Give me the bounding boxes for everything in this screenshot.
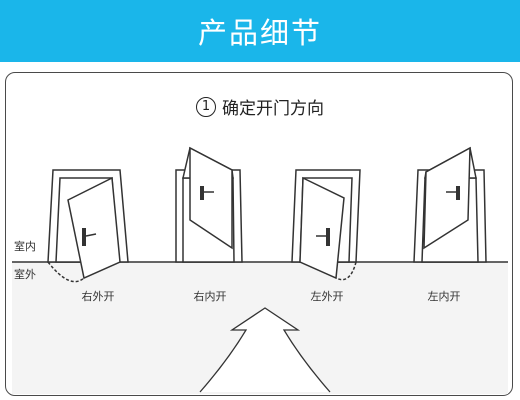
- door-label-left-outward: 左外开: [310, 290, 344, 303]
- indoor-label: 室内: [14, 240, 36, 253]
- door-left-outward: [291, 169, 361, 281]
- door-right-inward: [175, 146, 243, 263]
- banner-title: 产品细节: [197, 16, 322, 50]
- door-right-outward: [47, 169, 129, 283]
- step-heading: 1 确定开门方向: [0, 94, 520, 119]
- step-number-badge: 1: [196, 96, 216, 117]
- step-title: 确定开门方向: [222, 99, 324, 119]
- door-label-right-outward: 右外开: [81, 290, 115, 303]
- up-arrow: [199, 307, 331, 393]
- door-left-inward: [413, 146, 487, 263]
- header-banner: 产品细节: [0, 0, 520, 62]
- door-label-right-inward: 右内开: [193, 290, 227, 303]
- door-label-left-inward: 左内开: [427, 290, 461, 303]
- outdoor-label: 室外: [14, 268, 36, 281]
